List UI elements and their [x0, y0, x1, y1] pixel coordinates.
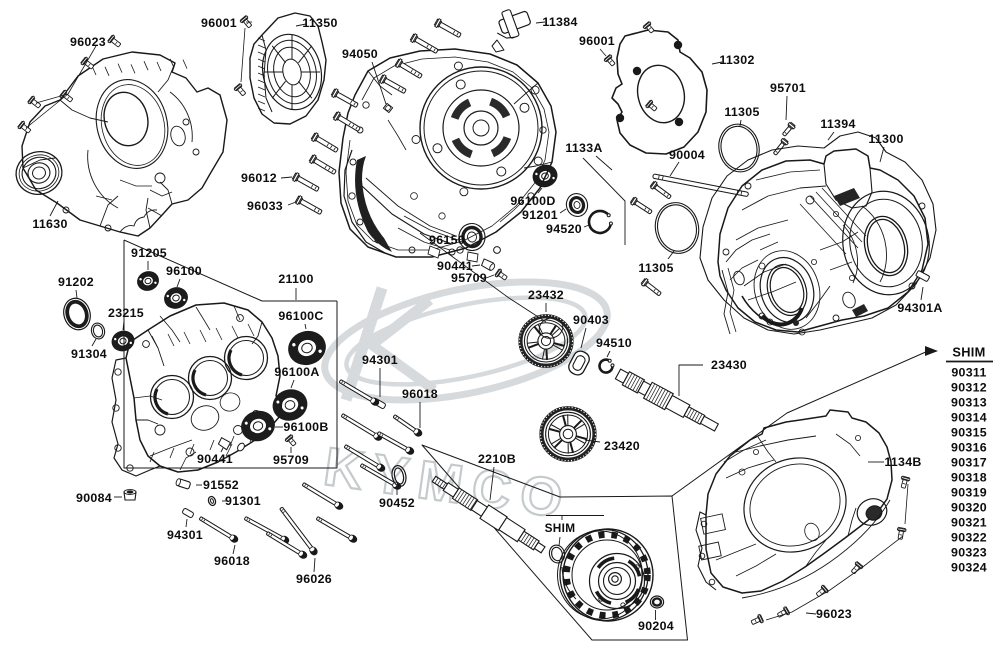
- svg-text:2210B: 2210B: [478, 452, 516, 466]
- svg-text:96018: 96018: [402, 387, 438, 401]
- svg-text:96023: 96023: [70, 35, 106, 49]
- svg-text:21100: 21100: [278, 272, 313, 286]
- svg-text:90323: 90323: [951, 546, 987, 560]
- svg-text:90403: 90403: [573, 313, 609, 327]
- svg-text:91301: 91301: [225, 494, 261, 508]
- svg-text:23420: 23420: [604, 439, 640, 453]
- svg-text:23215: 23215: [108, 306, 144, 320]
- svg-text:90318: 90318: [951, 471, 987, 485]
- svg-text:90315: 90315: [951, 426, 987, 440]
- svg-text:95709: 95709: [451, 271, 487, 285]
- svg-text:11384: 11384: [542, 15, 577, 29]
- svg-text:95701: 95701: [770, 81, 806, 95]
- svg-text:1134B: 1134B: [884, 455, 921, 469]
- svg-text:11305: 11305: [724, 105, 759, 119]
- svg-text:91304: 91304: [71, 347, 107, 361]
- svg-text:11302: 11302: [719, 53, 754, 67]
- svg-text:1133A: 1133A: [565, 141, 602, 155]
- svg-text:90441: 90441: [197, 452, 233, 466]
- svg-text:94301: 94301: [167, 528, 203, 542]
- svg-text:90319: 90319: [951, 486, 987, 500]
- svg-text:90321: 90321: [951, 516, 987, 530]
- svg-text:96012: 96012: [241, 171, 277, 185]
- svg-text:23430: 23430: [711, 358, 747, 372]
- svg-text:96026: 96026: [296, 572, 332, 586]
- svg-text:96100B: 96100B: [283, 420, 328, 434]
- svg-text:23432: 23432: [528, 288, 564, 302]
- svg-text:96100C: 96100C: [278, 309, 323, 323]
- svg-text:90084: 90084: [76, 491, 112, 505]
- svg-text:91202: 91202: [58, 275, 94, 289]
- svg-text:96018: 96018: [214, 554, 250, 568]
- svg-text:11394: 11394: [820, 117, 855, 131]
- svg-text:11300: 11300: [868, 132, 903, 146]
- svg-text:94050: 94050: [342, 47, 378, 61]
- svg-text:96100: 96100: [166, 264, 202, 278]
- svg-text:96100D: 96100D: [510, 194, 555, 208]
- svg-text:94301: 94301: [362, 353, 398, 367]
- svg-text:90316: 90316: [951, 441, 987, 455]
- svg-text:96001: 96001: [201, 16, 237, 30]
- svg-text:91201: 91201: [522, 208, 558, 222]
- svg-text:95709: 95709: [273, 453, 309, 467]
- svg-text:94520: 94520: [546, 222, 582, 236]
- svg-text:90312: 90312: [951, 381, 987, 395]
- svg-text:91205: 91205: [131, 246, 167, 260]
- svg-text:11630: 11630: [32, 217, 67, 231]
- svg-text:94510: 94510: [596, 336, 632, 350]
- svg-text:SHIM: SHIM: [545, 521, 576, 535]
- svg-text:90204: 90204: [638, 619, 674, 633]
- svg-text:96033: 96033: [247, 199, 283, 213]
- svg-text:SHIM: SHIM: [952, 345, 985, 360]
- svg-text:96100A: 96100A: [274, 365, 319, 379]
- svg-text:90452: 90452: [379, 496, 415, 510]
- svg-text:11350: 11350: [302, 16, 337, 30]
- svg-text:11305: 11305: [638, 261, 673, 275]
- svg-text:90313: 90313: [951, 396, 987, 410]
- svg-text:90322: 90322: [951, 531, 987, 545]
- svg-text:90317: 90317: [951, 456, 987, 470]
- svg-text:90324: 90324: [951, 561, 987, 575]
- svg-text:96023: 96023: [816, 607, 852, 621]
- svg-text:91552: 91552: [203, 478, 239, 492]
- svg-text:90004: 90004: [669, 148, 705, 162]
- svg-text:90311: 90311: [951, 366, 986, 380]
- svg-text:94301A: 94301A: [897, 301, 942, 315]
- svg-text:90314: 90314: [951, 411, 987, 425]
- svg-text:96150: 96150: [429, 233, 465, 247]
- svg-text:96001: 96001: [579, 34, 615, 48]
- svg-text:90441: 90441: [437, 259, 473, 273]
- svg-text:90320: 90320: [951, 501, 987, 515]
